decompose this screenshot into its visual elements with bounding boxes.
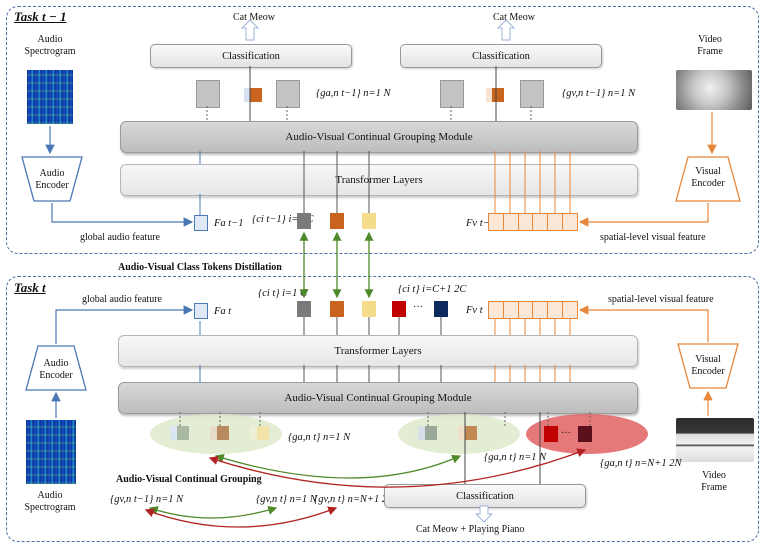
video-frame-label-prev: Video Frame (697, 34, 723, 57)
audio-spectrogram-label-prev: Audio Spectrogram (24, 34, 76, 57)
class-token-curr-2 (330, 301, 344, 317)
group-token-curr-8 (425, 426, 437, 440)
audio-groups-mid-symbol: {ga,n t} n=1 N (484, 452, 547, 463)
group-token-prev-8 (520, 80, 544, 108)
visual-feature-symbol-prev: Fv t−1 (466, 218, 495, 229)
group-token-prev-3 (250, 88, 262, 102)
audio-feature-symbol-curr: Fa t (214, 306, 232, 317)
distillation-label: Audio-Visual Class Tokens Distillation (118, 262, 282, 273)
class-tokens-old-symbol-curr: {ci t} i=1 C (258, 288, 308, 299)
transformer-layers-curr: Transformer Layers (118, 335, 638, 367)
global-audio-feature-label-prev: global audio feature (80, 232, 160, 243)
spatial-visual-feature-label-prev: spatial-level visual feature (600, 232, 706, 243)
classification-box-right-prev: Classification (400, 44, 602, 68)
visual-groups-curr-symbol: {gv,n t} n=1 N (256, 494, 317, 505)
audio-feature-token-prev (194, 215, 208, 231)
class-token-ellipsis: ··· (413, 302, 423, 313)
audio-groups-symbol-prev: {ga,n t−1} n=1 N (316, 88, 391, 99)
visual-encoder-curr (677, 343, 739, 389)
class-tokens-symbol-prev: {ci t−1} i=1 C (252, 214, 314, 225)
task-prev-title: Task t − 1 (14, 9, 67, 24)
class-token-prev-2 (330, 213, 344, 229)
audio-spectrogram-label-curr: Audio Spectrogram (24, 490, 76, 513)
visual-feature-tokens-prev (488, 213, 578, 231)
audio-encoder-label-prev: Audio Encoder (35, 168, 69, 191)
class-token-curr-3 (362, 301, 376, 317)
visual-groups-symbol-prev: {gv,n t−1} n=1 N (562, 88, 636, 99)
group-token-prev-7 (492, 88, 504, 102)
group-token-curr-10 (465, 426, 477, 440)
audio-encoder-curr (25, 345, 87, 391)
group-token-curr-12 (578, 426, 592, 442)
audio-feature-token-curr (194, 303, 208, 319)
task-curr-title: Task t (14, 280, 46, 295)
class-token-curr-1 (297, 301, 311, 317)
group-token-prev-5 (440, 80, 464, 108)
visual-feature-symbol-curr: Fv t (466, 305, 483, 316)
audio-spectrogram-image-prev (27, 70, 73, 124)
group-token-curr-6 (257, 426, 269, 440)
class-token-curr-new-1 (392, 301, 406, 317)
transformer-layers-prev: Transformer Layers (120, 164, 638, 196)
audio-groups-new-symbol: {ga,n t} n=N+1 2N (600, 458, 682, 469)
group-token-curr-11 (544, 426, 558, 442)
group-token-prev-4 (276, 80, 300, 108)
task-curr-panel (6, 276, 759, 542)
class-tokens-new-symbol-curr: {ci t} i=C+1 2C (398, 284, 467, 295)
group-token-ellipsis: ··· (561, 428, 571, 439)
output-left-prev: Cat Meow (233, 12, 275, 23)
visual-groups-prev-symbol: {gv,n t−1} n=1 N (110, 494, 184, 505)
spatial-visual-feature-label-curr: spatial-level visual feature (608, 294, 714, 305)
piano-image (676, 418, 754, 462)
visual-encoder-label-curr: Visual Encoder (691, 354, 725, 377)
class-token-prev-1 (297, 213, 311, 229)
visual-feature-tokens-curr (488, 301, 578, 319)
audio-encoder-prev (21, 156, 83, 202)
visual-groups-new-symbol: {gv,n t} n=N+1 2N (314, 494, 395, 505)
audio-spectrogram-image-curr (26, 420, 76, 484)
grouping-module-curr: Audio-Visual Continual Grouping Module (118, 382, 638, 414)
continual-grouping-label: Audio-Visual Continual Grouping (116, 474, 262, 485)
group-token-prev-1 (196, 80, 220, 108)
classification-box-left-prev: Classification (150, 44, 352, 68)
audio-feature-symbol-prev: Fa t−1 (214, 218, 244, 229)
cat-image (676, 70, 752, 110)
visual-encoder-label-prev: Visual Encoder (691, 166, 725, 189)
classification-box-curr: Classification (384, 484, 586, 508)
audio-groups-old-symbol: {ga,n t} n=1 N (288, 432, 351, 443)
class-token-curr-new-2 (434, 301, 448, 317)
output-label-curr: Cat Meow + Playing Piano (416, 524, 525, 535)
visual-encoder-prev (675, 156, 741, 202)
task-prev-panel (6, 6, 759, 254)
video-frame-label-curr: Video Frame (701, 470, 727, 493)
global-audio-feature-label-curr: global audio feature (82, 294, 162, 305)
group-token-curr-2 (177, 426, 189, 440)
output-right-prev: Cat Meow (493, 12, 535, 23)
audio-encoder-label-curr: Audio Encoder (39, 358, 73, 381)
class-token-prev-3 (362, 213, 376, 229)
group-token-curr-4 (217, 426, 229, 440)
grouping-module-prev: Audio-Visual Continual Grouping Module (120, 121, 638, 153)
